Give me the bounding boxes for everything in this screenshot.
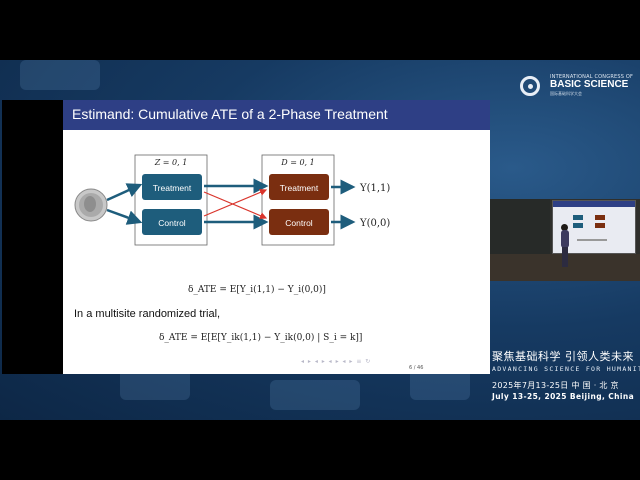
- blackboard: [490, 199, 550, 254]
- phase2-label: D = 0, 1: [280, 158, 314, 167]
- congress-logo: INTERNATIONAL CONGRESS OF BASIC SCIENCE …: [520, 74, 635, 104]
- control-to-treatment-cross-arrow: [203, 189, 268, 217]
- outcome-control: Y(0,0): [359, 218, 390, 229]
- speaker-camera-view: [490, 199, 640, 281]
- phase2-control-label: Control: [285, 218, 313, 228]
- phase1-label: Z = 0, 1: [154, 158, 188, 167]
- presentation-slide: Estimand: Cumulative ATE of a 2-Phase Tr…: [2, 100, 490, 374]
- logo-ring-icon: [520, 76, 540, 96]
- coin-to-treatment-arrow: [106, 183, 143, 202]
- background-puzzle: [270, 380, 360, 410]
- slide-title: Estimand: Cumulative ATE of a 2-Phase Tr…: [72, 106, 388, 122]
- date-chinese: 2025年7月13-25日 中 国 · 北 京: [492, 381, 619, 390]
- page-number: 6 / 46: [409, 365, 424, 371]
- treatment-diagram: Z = 0, 1 D = 0, 1 Treatment Control: [74, 154, 390, 246]
- phase1-treatment-box: [142, 174, 202, 200]
- speaker-head: [561, 224, 568, 231]
- phase1-treatment-label: Treatment: [153, 183, 192, 193]
- phase2-control-box: [269, 209, 329, 235]
- phase2-treatment-label: Treatment: [280, 183, 319, 193]
- phase2-group-box: [261, 154, 335, 246]
- slide-page: Estimand: Cumulative ATE of a 2-Phase Tr…: [63, 100, 490, 374]
- video-frame: INTERNATIONAL CONGRESS OF BASIC SCIENCE …: [0, 60, 640, 420]
- speaker-body: [561, 230, 569, 248]
- phase1-control-box: [142, 209, 202, 235]
- outcome-treated: Y(1,1): [359, 183, 390, 194]
- multisite-ate-formula: δ_ATE = E[E[Y_ik(1,1) − Y_ik(0,0) | S_i …: [159, 333, 363, 343]
- slide-header: Estimand: Cumulative ATE of a 2-Phase Tr…: [63, 100, 490, 130]
- logo-line3: 国际基础科学大会: [550, 91, 582, 96]
- slogan-chinese: 聚焦基础科学 引领人类未来: [492, 350, 634, 363]
- phase2-treatment-box: [269, 174, 329, 200]
- phase1-group-box: [134, 154, 208, 246]
- multisite-text: In a multisite randomized trial,: [74, 308, 221, 320]
- speaker-legs: [562, 247, 568, 267]
- logo-line2: BASIC SCIENCE: [550, 79, 629, 90]
- coin-to-control-arrow: [106, 208, 143, 225]
- slogan-english: ADVANCING SCIENCE FOR HUMANITY: [492, 365, 640, 373]
- background-puzzle: [20, 60, 100, 90]
- logo-line1: INTERNATIONAL CONGRESS OF: [550, 74, 634, 80]
- phase1-control-label: Control: [158, 218, 186, 228]
- beamer-nav-icons[interactable]: ◂ ▸ ◂ ▸ ◂ ▸ ◂ ▸ ≡ ↻: [301, 358, 372, 365]
- coin-icon: [74, 188, 108, 222]
- ate-formula: δ_ATE = E[Y_i(1,1) − Y_i(0,0)]: [188, 285, 326, 295]
- date-english: July 13-25, 2025 Beijing, China: [492, 392, 635, 401]
- treatment-to-control-cross-arrow: [203, 191, 268, 219]
